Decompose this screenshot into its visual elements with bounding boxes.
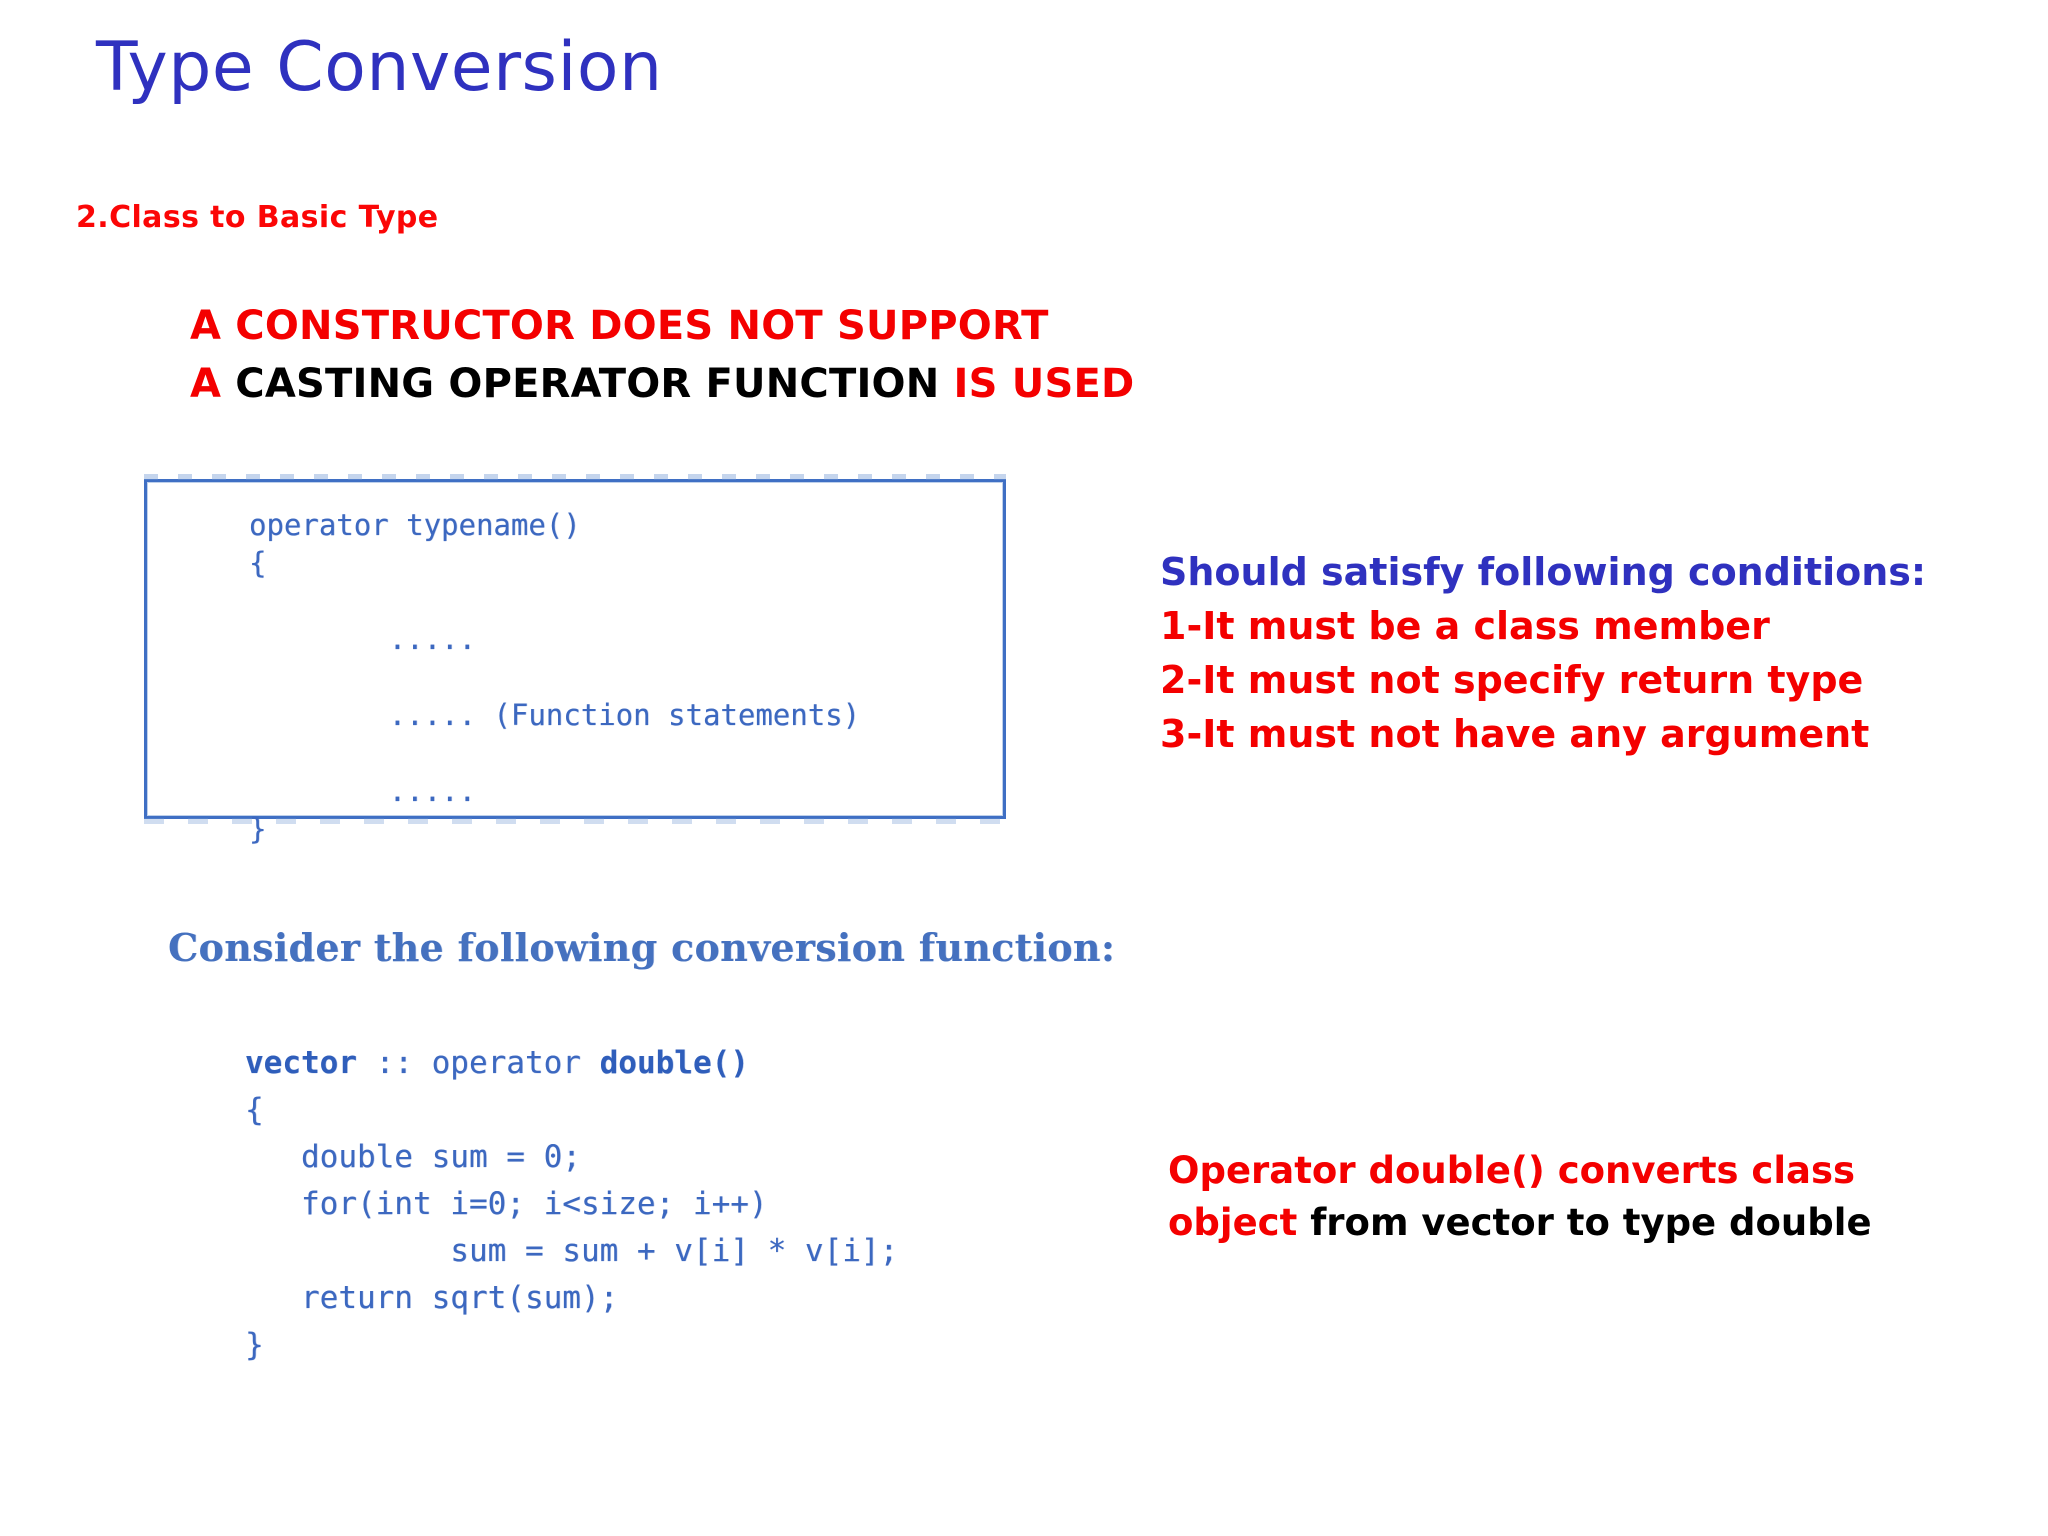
syntax-code-box: operator typename() { ..... ..... (Funct… [144,474,1006,846]
statement-line-2-suffix: IS USED [953,361,1135,407]
code-text: { [245,1092,264,1128]
explanation-line-2: object from vector to type double [1168,1197,1872,1249]
explanation-line-2-red: object [1168,1201,1298,1244]
code-keyword: double() [599,1045,749,1081]
code-text: sum = sum + v[i] * v[i]; [245,1233,899,1269]
example-code-block: vector :: operator double() { double sum… [245,1040,898,1369]
example-caption: Consider the following conversion functi… [168,925,1116,970]
page-title: Type Conversion [96,28,663,107]
conditions-panel: Should satisfy following conditions: 1-I… [1160,545,1926,761]
explanation-line-2-black: from vector to type double [1297,1201,1872,1244]
condition-item-3: 3-It must not have any argument [1160,712,1870,756]
statement-line-2-body: CASTING OPERATOR FUNCTION [235,361,954,407]
explanation-line-1: Operator double() converts class [1168,1149,1856,1192]
statement-line-2-prefix: A [190,361,236,407]
code-text: } [245,1327,264,1363]
code-text: double sum = 0; [245,1139,581,1175]
statement-line-2: A CASTING OPERATOR FUNCTION IS USED [190,355,1134,413]
code-text: for(int i=0; i<size; i++) [245,1186,768,1222]
explanation-note: Operator double() converts class object … [1168,1145,1872,1249]
code-keyword: vector [245,1045,357,1081]
section-heading: 2.Class to Basic Type [76,200,439,235]
statement-line-1: A CONSTRUCTOR DOES NOT SUPPORT [190,303,1049,349]
condition-item-1: 1-It must be a class member [1160,604,1770,648]
conditions-title: Should satisfy following conditions: [1160,550,1927,594]
code-text: return sqrt(sum); [245,1280,619,1316]
condition-item-2: 2-It must not specify return type [1160,658,1864,702]
statement-block: A CONSTRUCTOR DOES NOT SUPPORT A CASTING… [190,297,1134,413]
syntax-code-text: operator typename() { ..... ..... (Funct… [249,508,861,846]
code-text: :: operator [356,1045,600,1081]
